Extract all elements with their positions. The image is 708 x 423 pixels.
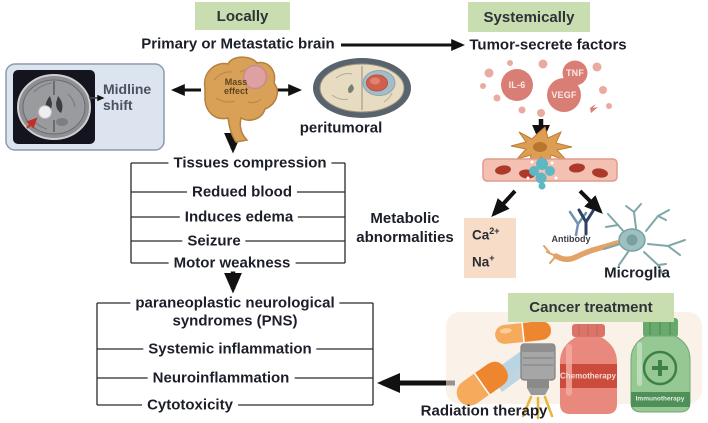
- radiation-therapy-label: Radiation therapy: [420, 402, 548, 420]
- radiation-device: [520, 343, 556, 420]
- cytokine-il6-label: IL-6: [508, 80, 526, 90]
- pns-title-line2: syndromes (PNS): [172, 312, 298, 330]
- midline-shift-line1: Midline: [103, 81, 152, 97]
- mri-panel: [5, 63, 165, 151]
- ion-box: Ca2+ Na+: [464, 218, 516, 278]
- mri-brain-scan: [17, 74, 105, 140]
- microglia-illustration: [543, 203, 686, 276]
- effect-reduced-blood: Redued blood: [187, 183, 297, 201]
- pns-systemic-inflammation: Systemic inflammation: [143, 340, 317, 358]
- brain-illustration: [203, 56, 278, 143]
- cancer-treatment-header-box: Cancer treatment: [508, 293, 674, 322]
- treatment-illustrations: [446, 312, 702, 420]
- metabolic-line1: Metabolic: [370, 210, 440, 227]
- mass-effect-label: Mass effect: [224, 78, 248, 96]
- capsule-pill: [495, 321, 551, 344]
- cytokines-illustration: [480, 59, 612, 117]
- calcium-ion-label: Ca2+: [472, 226, 500, 243]
- midline-shift-line2: shift: [103, 97, 133, 113]
- effect-motor-weakness: Motor weakness: [168, 254, 296, 272]
- chemotherapy-label: Chemotherapy: [559, 371, 617, 381]
- arrow-vessel-to-ions: [491, 189, 517, 217]
- peritumoral-illustration: [313, 58, 411, 118]
- peritumoral-label: peritumoral: [299, 119, 383, 137]
- systemically-header-box: Systemically: [468, 2, 590, 32]
- pns-neuroinflammation: Neuroinflammation: [147, 369, 295, 387]
- mass-effect-line1: Mass: [224, 77, 248, 87]
- cytokine-vegf-bubble: [547, 78, 581, 112]
- chemotherapy-bottle: [560, 324, 617, 414]
- antibody-icon: [568, 208, 595, 237]
- pns-title-line1: paraneoplastic neurological: [130, 294, 340, 312]
- metabolic-line2: abnormalities: [356, 229, 454, 246]
- tumor-bump: [242, 64, 268, 90]
- microglia-label: Microglia: [604, 264, 670, 282]
- radiation-capsule: [456, 361, 508, 406]
- cytokine-il6-bubble: [501, 69, 533, 101]
- mri-tumor-spot: [38, 105, 52, 119]
- effect-induces-edema: Induces edema: [179, 208, 299, 226]
- cancer-treatment-label: Cancer treatment: [529, 299, 653, 316]
- immunotherapy-label: Immunotherapy: [635, 395, 685, 403]
- primary-metastatic-label: Primary or Metastatic brain: [141, 35, 335, 53]
- bbb-leak: [529, 158, 555, 190]
- metabolic-abnormalities-label: Metabolic abnormalities: [356, 209, 454, 247]
- effect-tissues-compression: Tissues compression: [168, 154, 332, 172]
- immunotherapy-label-band: [631, 392, 690, 407]
- locally-header-box: Locally: [195, 2, 290, 30]
- microglia-orange-process: [553, 240, 620, 262]
- plus-circle-icon: [642, 350, 678, 386]
- effect-seizure: Seizure: [182, 232, 246, 250]
- cytokine-vegf-label: VEGF: [551, 90, 577, 100]
- pns-cytotoxicity: Cytotoxicity: [142, 396, 238, 414]
- arrow-vessel-to-microglia: [578, 189, 603, 214]
- mri-red-arrow: [26, 117, 38, 129]
- tumor-secrete-label: Tumor-secrete factors: [469, 36, 627, 54]
- locally-label: Locally: [216, 7, 269, 25]
- mass-effect-line2: effect: [223, 86, 249, 96]
- systemically-label: Systemically: [483, 8, 575, 26]
- immunotherapy-bottle: [630, 318, 691, 413]
- midline-shift-label: Midline shift: [103, 81, 151, 113]
- blood-brain-barrier-illustration: [482, 126, 618, 190]
- antibody-label: Antibody: [551, 234, 591, 244]
- sodium-ion-label: Na+: [472, 253, 495, 270]
- cytokine-tnf-label: TNF: [565, 68, 585, 78]
